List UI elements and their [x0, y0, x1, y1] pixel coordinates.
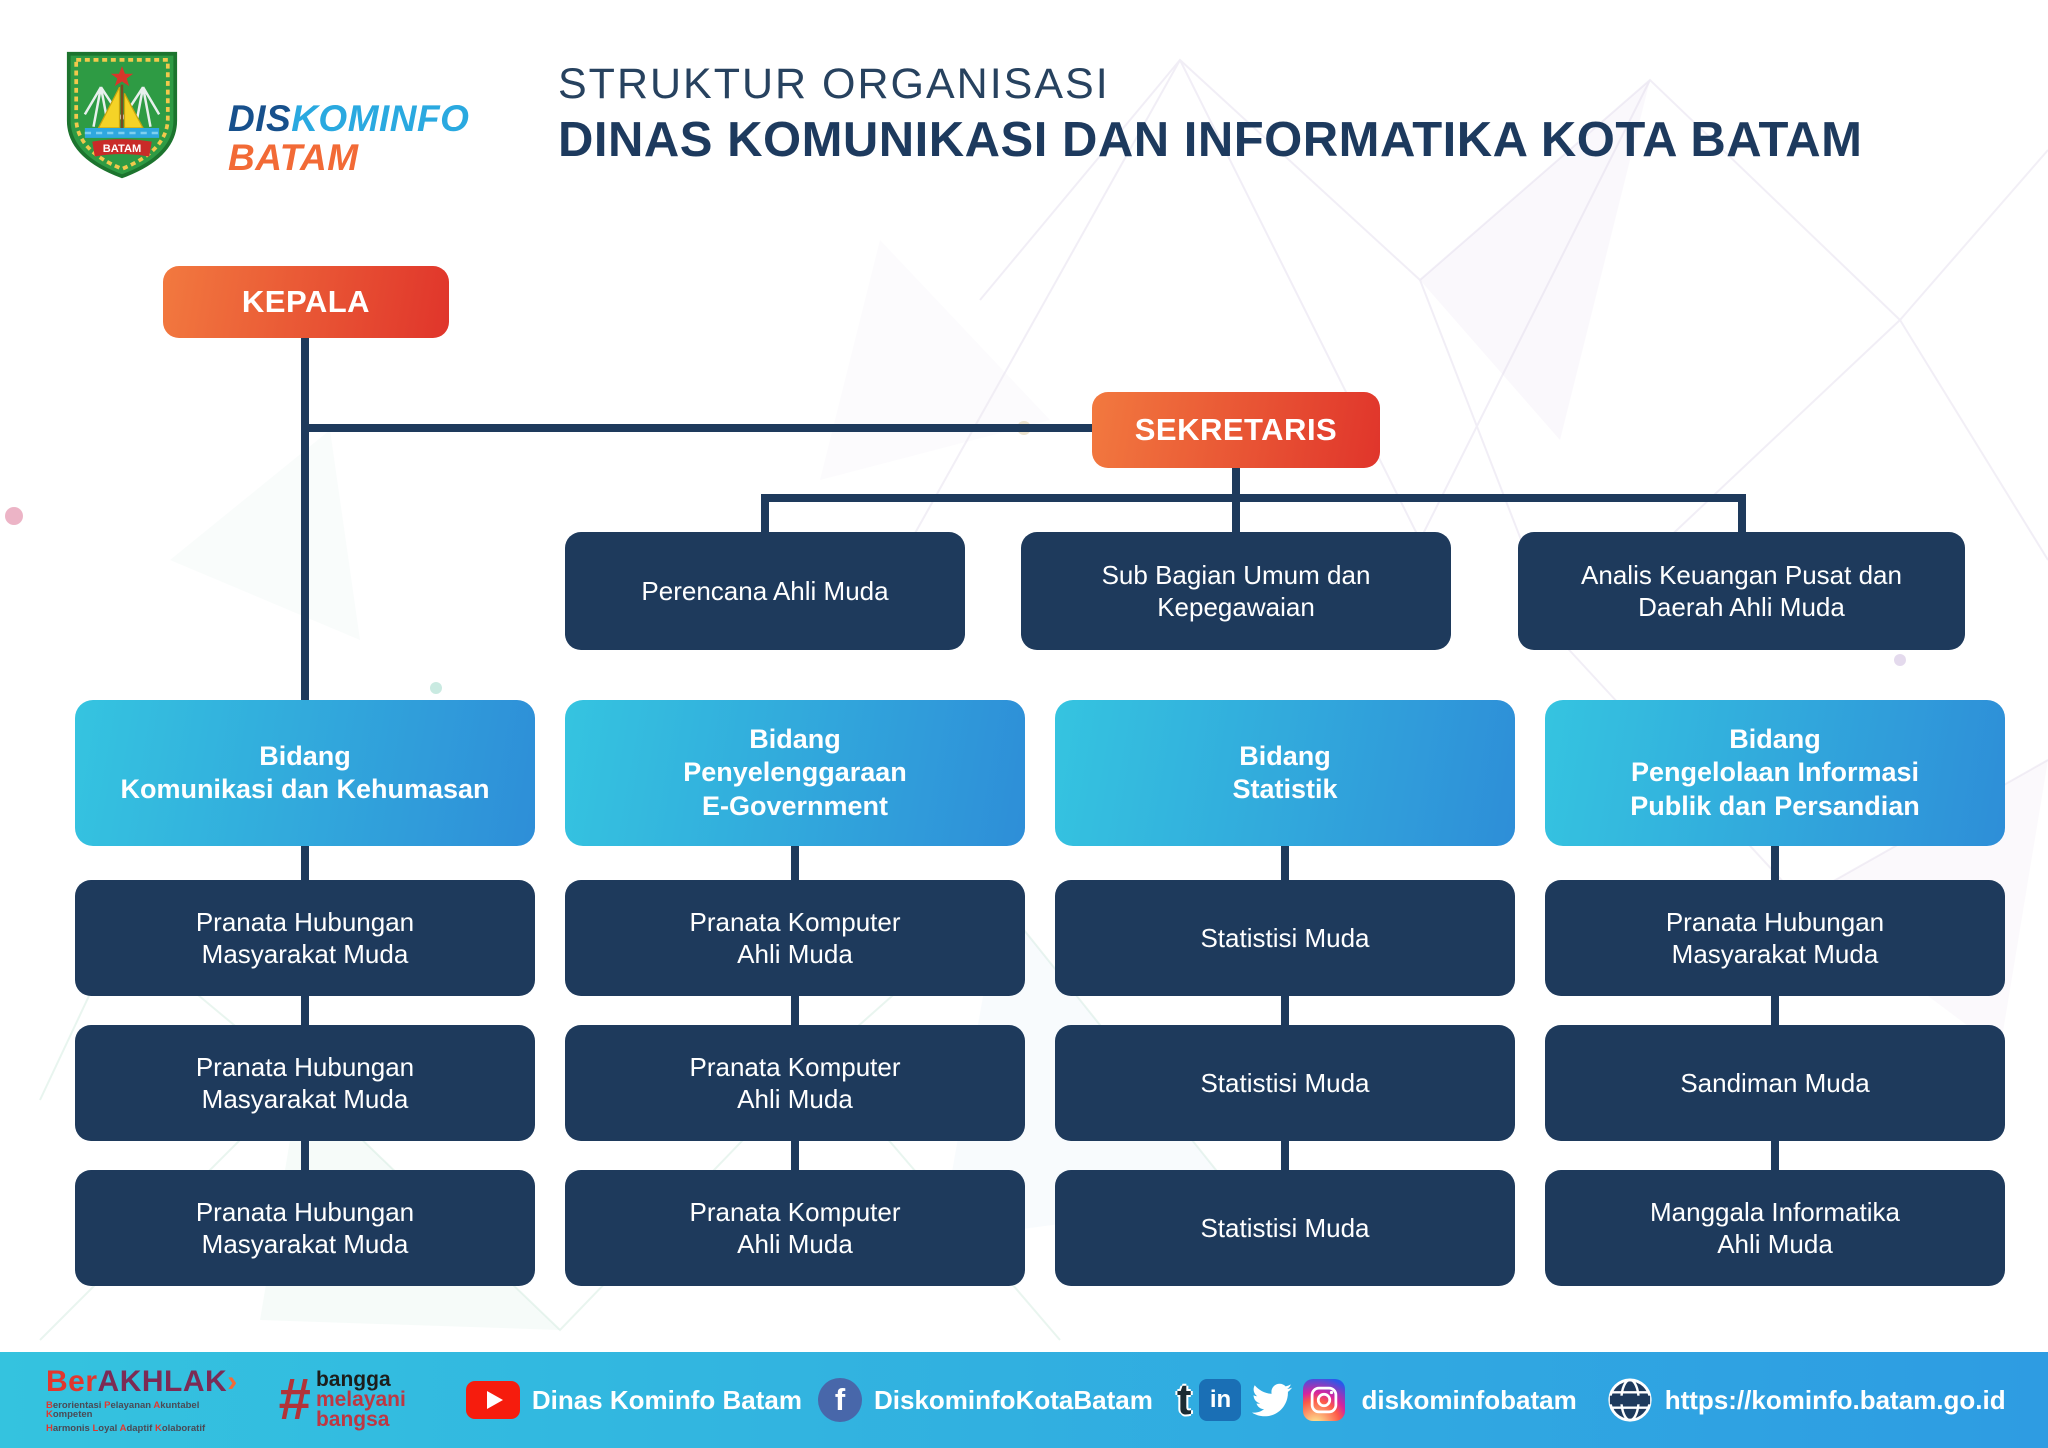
brand-dis: DIS [228, 98, 292, 139]
diskominfo-brand-logo: DISKOMINFO BATAM [228, 98, 470, 178]
bidang-label: Bidang Statistik [1232, 740, 1338, 804]
connector-sekretariat-horizontal [761, 494, 1746, 502]
youtube-icon [465, 1381, 520, 1419]
bangga-word2: melayani [315, 1388, 406, 1412]
unit-box: Sandiman Muda [1545, 1025, 2005, 1141]
unit-box: Manggala Informatika Ahli Muda [1545, 1170, 2005, 1286]
sekretaris-box: SEKRETARIS [1092, 392, 1380, 468]
connector-column-4 [1771, 845, 1779, 1178]
unit-label: Pranata Komputer Ahli Muda [689, 1196, 901, 1259]
unit-label: Manggala Informatika Ahli Muda [1649, 1196, 1901, 1259]
batam-city-emblem: BATAM [66, 51, 178, 179]
unit-label: Sub Bagian Umum dan Kepegawaian [1101, 559, 1371, 622]
youtube-channel-link[interactable]: Dinas Kominfo Batam [465, 1381, 802, 1419]
unit-box: Pranata Hubungan Masyarakat Muda [1545, 880, 2005, 996]
connector-column-1 [301, 845, 309, 1178]
brand-batam: BATAM [228, 136, 359, 178]
berakhlak-rest: AKHLAK [97, 1364, 228, 1398]
kepala-box: KEPALA [163, 266, 449, 338]
page-title-line1: STRUKTUR ORGANISASI [558, 60, 1110, 108]
unit-box: Pranata Komputer Ahli Muda [565, 880, 1025, 996]
unit-label: Statistisi Muda [1200, 922, 1370, 953]
facebook-label: DiskominfoKotaBatam [874, 1384, 1153, 1415]
bidang-box-egovernment: Bidang Penyelenggaraan E-Government [565, 700, 1025, 846]
unit-label: Perencana Ahli Muda [641, 575, 889, 606]
emblem-label: BATAM [103, 143, 142, 155]
website-link[interactable]: https://kominfo.batam.go.id [1607, 1377, 2006, 1423]
bidang-label: Bidang Pengelolaan Informasi Publik dan … [1630, 723, 1920, 821]
unit-box: Statistisi Muda [1055, 1170, 1515, 1286]
berakhlak-logo: BerAKHLAK› Berorientasi Pelayanan Akunta… [46, 1364, 238, 1434]
berakhlak-prefix: Ber [46, 1364, 98, 1398]
footer-bar: BerAKHLAK› Berorientasi Pelayanan Akunta… [0, 1352, 2048, 1448]
bidang-label: Bidang Penyelenggaraan E-Government [683, 723, 907, 821]
connector-kepala-sekretaris [301, 424, 1096, 432]
unit-label: Pranata Hubungan Masyarakat Muda [195, 906, 415, 969]
unit-label: Pranata Hubungan Masyarakat Muda [195, 1051, 415, 1114]
unit-box-sub-bagian-umum: Sub Bagian Umum dan Kepegawaian [1021, 532, 1451, 650]
unit-label: Pranata Hubungan Masyarakat Muda [195, 1196, 415, 1259]
tumblr-icon[interactable]: t [1176, 1375, 1192, 1424]
unit-label: Pranata Komputer Ahli Muda [689, 1051, 901, 1114]
unit-label: Pranata Komputer Ahli Muda [689, 906, 901, 969]
bidang-box-statistik: Bidang Statistik [1055, 700, 1515, 846]
hashtag-icon: # [277, 1366, 310, 1432]
social-icons-cluster: t in [1177, 1378, 1346, 1422]
kepala-label: KEPALA [241, 283, 371, 319]
brand-kominfo: KOMINFO [291, 98, 470, 139]
berakhlak-tagline-line1: Berorientasi Pelayanan Akuntabel Kompete… [46, 1399, 200, 1421]
unit-box: Pranata Komputer Ahli Muda [565, 1025, 1025, 1141]
connector-drop-analis [1738, 494, 1746, 536]
unit-label: Sandiman Muda [1680, 1067, 1870, 1098]
connector-column-3 [1281, 845, 1289, 1178]
bangga-word3: bangsa [315, 1407, 390, 1431]
unit-box: Statistisi Muda [1055, 1025, 1515, 1141]
facebook-icon: f [818, 1378, 862, 1422]
globe-icon [1608, 1378, 1652, 1422]
bidang-box-komunikasi: Bidang Komunikasi dan Kehumasan [75, 700, 535, 846]
connector-kepala-vertical [301, 336, 309, 702]
unit-label: Statistisi Muda [1200, 1212, 1370, 1243]
linkedin-icon[interactable]: in [1199, 1379, 1242, 1421]
unit-box-analis-keuangan: Analis Keuangan Pusat dan Daerah Ahli Mu… [1518, 532, 1965, 650]
bangga-melayani-bangsa-logo: # bangga melayani bangsa [277, 1366, 406, 1432]
bidang-box-pengelolaan-informasi: Bidang Pengelolaan Informasi Publik dan … [1545, 700, 2005, 846]
twitter-icon[interactable] [1249, 1380, 1295, 1420]
unit-box-perencana: Perencana Ahli Muda [565, 532, 965, 650]
unit-label: Pranata Hubungan Masyarakat Muda [1665, 906, 1885, 969]
unit-box: Statistisi Muda [1055, 880, 1515, 996]
sekretaris-label: SEKRETARIS [1134, 411, 1338, 447]
unit-box: Pranata Hubungan Masyarakat Muda [75, 1025, 535, 1141]
instagram-handle-label[interactable]: diskominfobatam [1361, 1384, 1577, 1415]
bidang-label: Bidang Komunikasi dan Kehumasan [120, 740, 490, 804]
instagram-icon[interactable] [1303, 1379, 1346, 1421]
unit-label: Statistisi Muda [1200, 1067, 1370, 1098]
page-title-line2: DINAS KOMUNIKASI DAN INFORMATIKA KOTA BA… [558, 113, 1863, 167]
berakhlak-tagline-line2: Harmonis Loyal Adaptif Kolaboratif [46, 1422, 206, 1434]
unit-label: Analis Keuangan Pusat dan Daerah Ahli Mu… [1581, 559, 1902, 622]
connector-column-2 [791, 845, 799, 1178]
bangga-word1: bangga [315, 1368, 391, 1392]
connector-drop-perencana [761, 494, 769, 536]
youtube-label: Dinas Kominfo Batam [531, 1384, 802, 1415]
unit-box: Pranata Hubungan Masyarakat Muda [75, 880, 535, 996]
website-url: https://kominfo.batam.go.id [1664, 1384, 2006, 1415]
berakhlak-chevron-icon: › [227, 1364, 238, 1398]
unit-box: Pranata Hubungan Masyarakat Muda [75, 1170, 535, 1286]
unit-box: Pranata Komputer Ahli Muda [565, 1170, 1025, 1286]
facebook-page-link[interactable]: f DiskominfoKotaBatam [818, 1378, 1153, 1422]
